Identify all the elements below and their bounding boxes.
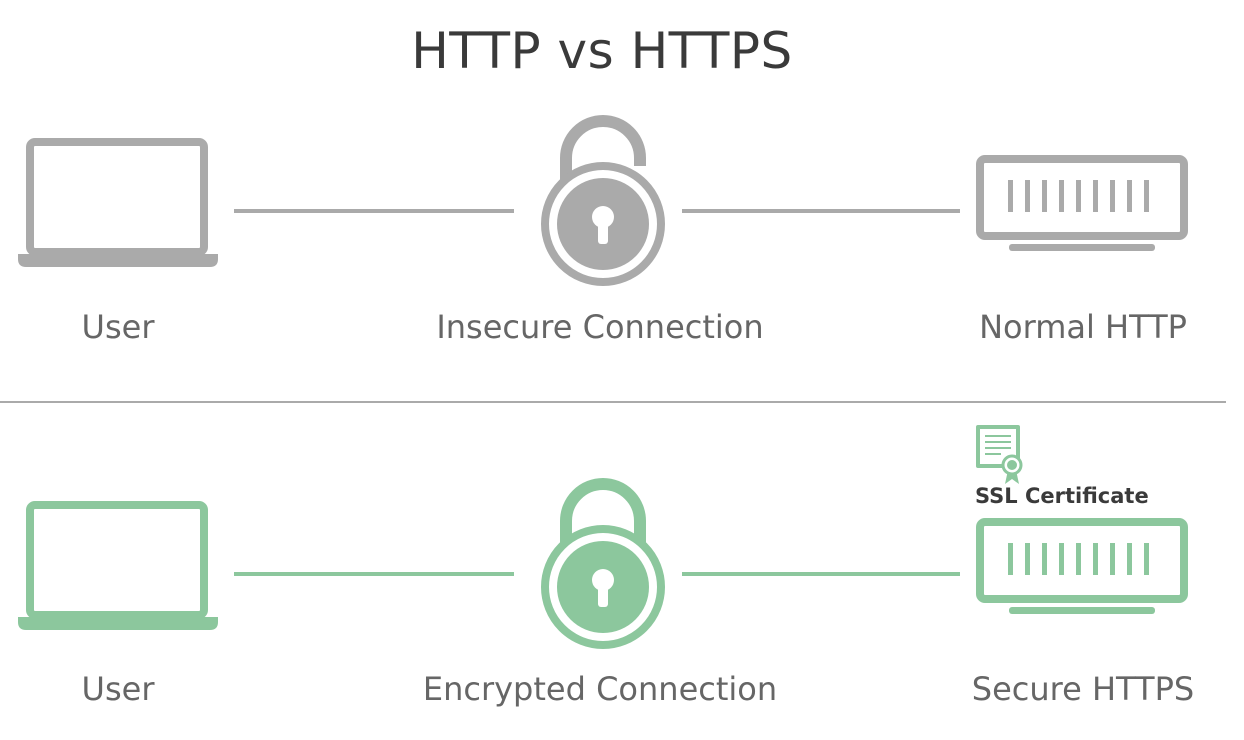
connector-line-http-left xyxy=(234,209,514,213)
server-icon-https xyxy=(976,518,1188,614)
connector-line-http-right xyxy=(682,209,960,213)
closed-lock-icon xyxy=(541,478,665,649)
certificate-icon xyxy=(976,425,1023,484)
server-label-http: Normal HTTP xyxy=(979,308,1187,346)
open-lock-icon xyxy=(541,115,665,286)
connector-line-https-left xyxy=(234,572,514,576)
connector-line-https-right xyxy=(682,572,960,576)
connection-label-http: Insecure Connection xyxy=(436,308,764,346)
server-label-https: Secure HTTPS xyxy=(971,670,1195,708)
laptop-icon-http xyxy=(18,138,218,267)
laptop-icon-https xyxy=(18,501,218,630)
ssl-certificate-label: SSL Certificate xyxy=(975,484,1149,508)
connection-label-https: Encrypted Connection xyxy=(422,670,778,708)
user-label-https: User xyxy=(81,670,155,708)
user-label-http: User xyxy=(81,308,155,346)
diagram-title: HTTP vs HTTPS xyxy=(411,22,793,80)
server-icon-http xyxy=(976,155,1188,251)
row-divider xyxy=(0,401,1226,403)
